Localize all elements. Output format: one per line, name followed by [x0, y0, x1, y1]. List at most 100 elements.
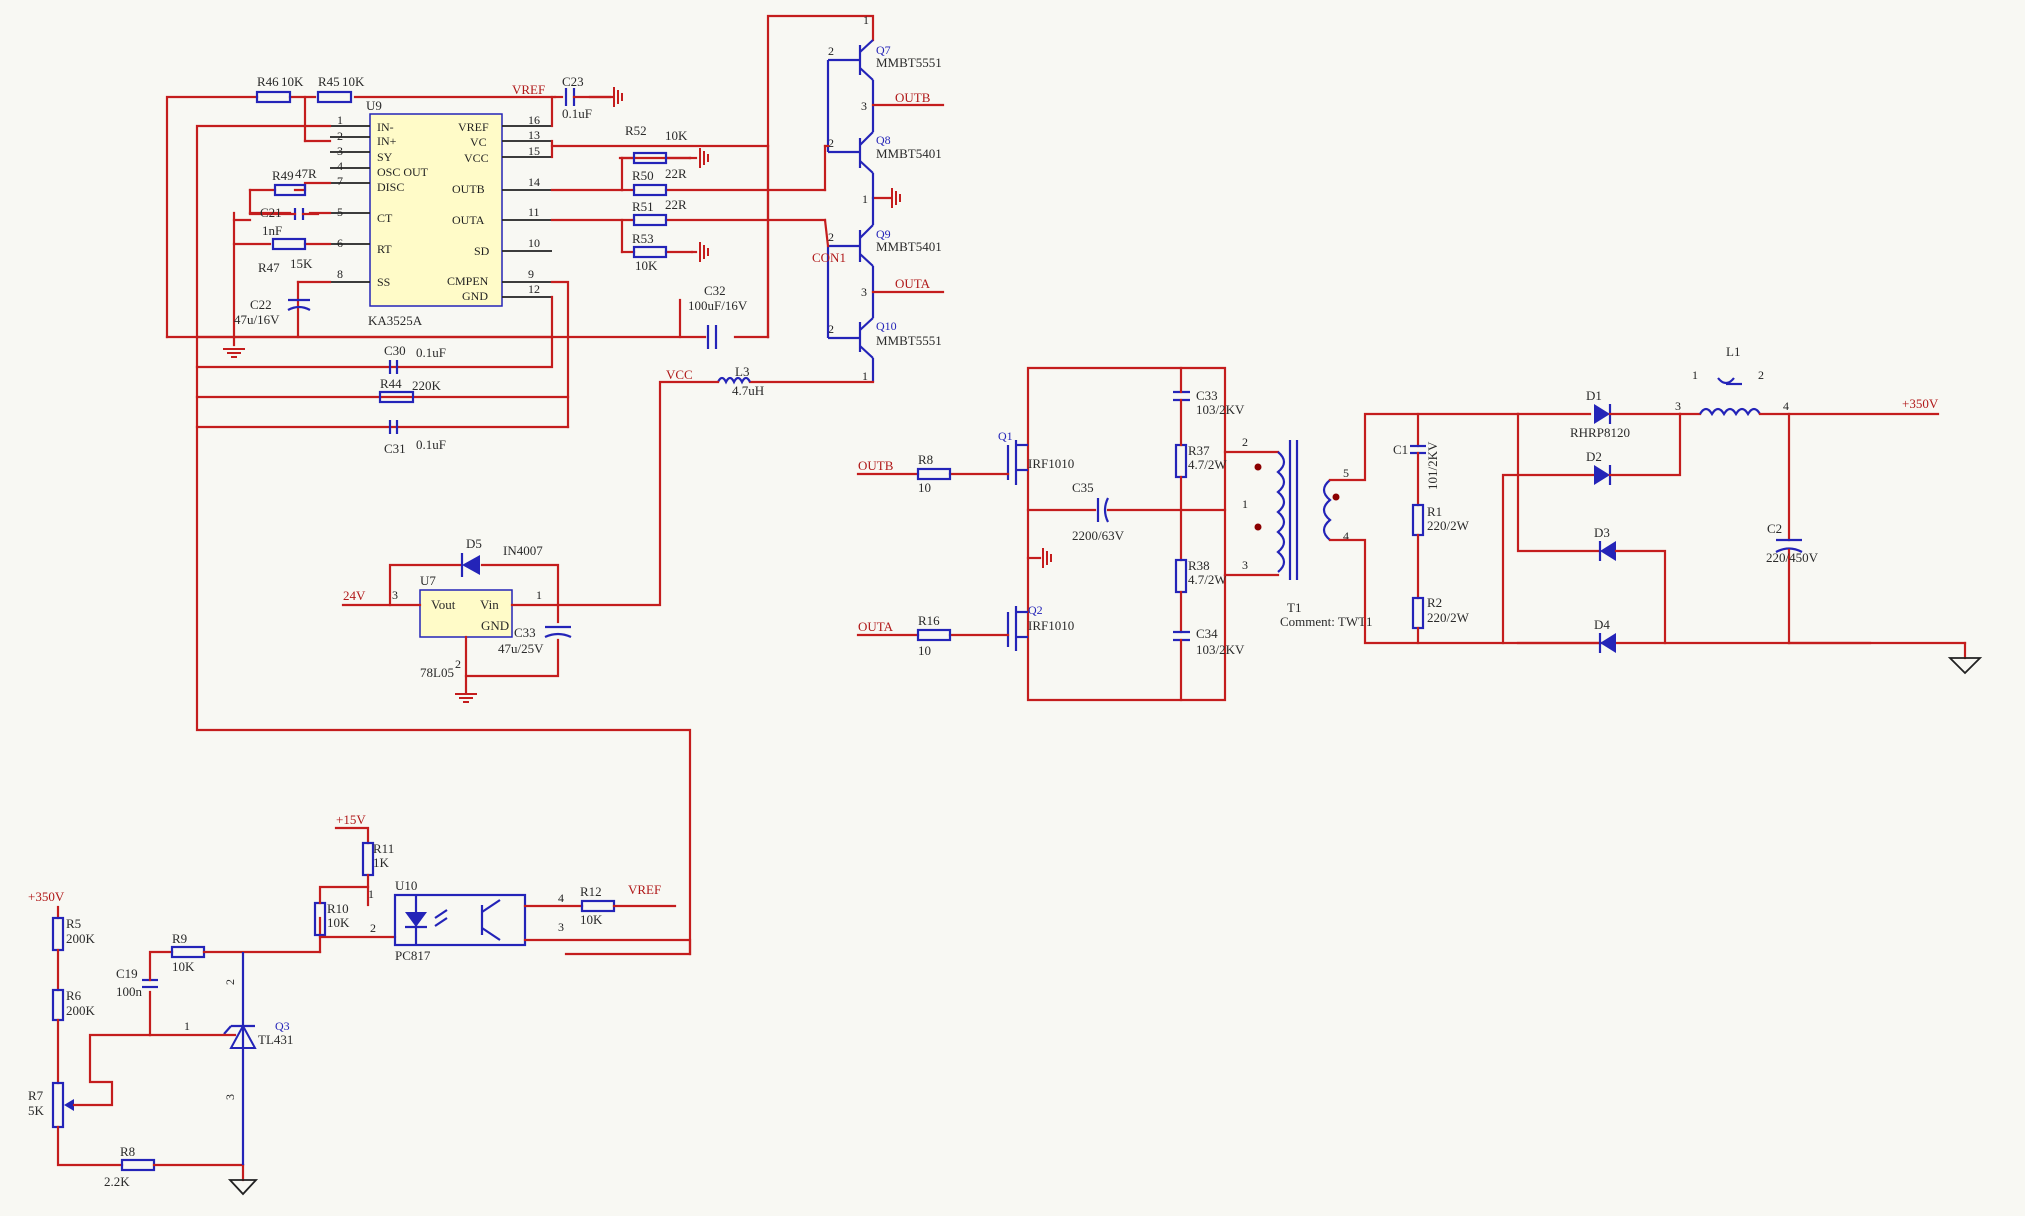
u9-body [369, 113, 503, 307]
q8-pin: 1 [862, 192, 868, 206]
resistor-r8-fb [120, 1158, 156, 1172]
u9-pin-num: 9 [528, 267, 534, 281]
c33b-ref: C33 [514, 625, 536, 640]
u10-ref: U10 [395, 878, 417, 893]
q3-pin: 2 [223, 979, 237, 985]
net-outa-gate: OUTA [858, 619, 894, 634]
r5-ref: R5 [66, 916, 81, 931]
r16-val: 10 [918, 643, 931, 658]
q10-ref: Q10 [876, 319, 897, 333]
q2-ref: Q2 [1028, 603, 1043, 617]
r12-val: 10K [580, 912, 603, 927]
u9-pin-name: VC [470, 135, 487, 149]
c2-val: 220/450V [1766, 550, 1819, 565]
net-outb-gate: OUTB [858, 458, 894, 473]
resistor-r12 [580, 899, 616, 913]
r46-val: 10K [281, 74, 304, 89]
net-350v-fb: +350V [28, 889, 65, 904]
c31-ref: C31 [384, 441, 406, 456]
r9-val: 10K [172, 959, 195, 974]
resistor-r49 [273, 183, 307, 197]
l3-ref: L3 [735, 364, 749, 379]
r49-val: 47R [295, 166, 317, 181]
r8a-ref: R8 [918, 452, 933, 467]
u9-resistors: R46 10K R45 10K R49 47R R47 15K R50 22R … [255, 74, 688, 404]
r47-val: 15K [290, 256, 313, 271]
c19-ref: C19 [116, 966, 138, 981]
u7-pin: 3 [392, 588, 398, 602]
u9-pin-num: 8 [337, 267, 343, 281]
r52-val: 10K [665, 128, 688, 143]
t1-comment: Comment: TWT1 [1280, 614, 1373, 629]
t1-pin: 4 [1343, 529, 1349, 543]
c21-val: 1nF [262, 223, 282, 238]
r7-val: 5K [28, 1103, 45, 1118]
u9-pin-name: VCC [464, 151, 489, 165]
l1-ref: L1 [1726, 344, 1740, 359]
net-vcc-label: VCC [666, 367, 693, 382]
net-outa-label: OUTA [895, 276, 931, 291]
u9-pin-name: DISC [377, 180, 404, 194]
c22-val: 47u/16V [234, 312, 280, 327]
u10-pin: 3 [558, 920, 564, 934]
q10-pin: 2 [828, 322, 834, 336]
resistor-r52-pair [632, 183, 668, 197]
l1-pin: 3 [1675, 399, 1681, 413]
r7-ref: R7 [28, 1088, 44, 1103]
u9-pin-num: 3 [337, 144, 343, 158]
resistor-r11 [361, 841, 375, 877]
q3-part: TL431 [258, 1032, 293, 1047]
net-vref-fb: VREF [628, 882, 661, 897]
u9-pin-name: CMPEN [447, 274, 489, 288]
c22-ref: C22 [250, 297, 272, 312]
r38-val: 4.7/2W [1188, 572, 1227, 587]
resistor-r6 [51, 988, 65, 1022]
c32-val: 100uF/16V [688, 298, 748, 313]
u9-pin-num: 6 [337, 236, 343, 250]
resistor-r50 [632, 151, 668, 165]
u9-pin-name: SD [474, 244, 490, 258]
q1-ref: Q1 [998, 429, 1013, 443]
potentiometer-r7 [51, 1081, 65, 1129]
u10-pin: 2 [370, 921, 376, 935]
q10-pin: 1 [862, 369, 868, 383]
r52-ref: R52 [625, 123, 647, 138]
l3-val: 4.7uH [732, 383, 764, 398]
t1-pin: 2 [1242, 435, 1248, 449]
resistor-r5 [51, 916, 65, 952]
q3-pin: 3 [223, 1094, 237, 1100]
net-con1-label: CON1 [812, 250, 846, 265]
u9-pin-num: 14 [528, 175, 540, 189]
d2-ref: D2 [1586, 449, 1602, 464]
c2-ref: C2 [1767, 521, 1782, 536]
u9-pin-name: OUTA [452, 213, 485, 227]
net-350v-out: +350V [1902, 396, 1939, 411]
q7-pin: 2 [828, 44, 834, 58]
q7-pin: 1 [863, 13, 869, 27]
r6-val: 200K [66, 1003, 96, 1018]
r11-val: 1K [373, 855, 390, 870]
u9-pin-num: 11 [528, 205, 540, 219]
u10-pin: 4 [558, 891, 564, 905]
c32-ref: C32 [704, 283, 726, 298]
q3-pin: 1 [184, 1019, 190, 1033]
u9-pin-name: IN+ [377, 134, 397, 148]
r5-val: 200K [66, 931, 96, 946]
resistor-r2 [1411, 596, 1425, 630]
r8b-val: 2.2K [104, 1174, 130, 1189]
net-vref-label: VREF [512, 82, 545, 97]
q8-pin: 3 [861, 99, 867, 113]
c33b-val: 47u/25V [498, 641, 544, 656]
q9-ref: Q9 [876, 227, 891, 241]
c35-ref: C35 [1072, 480, 1094, 495]
resistor-r46 [255, 90, 292, 104]
d4-ref: D4 [1594, 617, 1610, 632]
d5-val: IN4007 [503, 543, 543, 558]
u9-pin-num: 4 [337, 159, 343, 173]
r10-ref: R10 [327, 901, 349, 916]
r8a-val: 10 [918, 480, 931, 495]
totem-pole-drivers: Q7 MMBT5551 2 1 Q8 MMBT5401 2 3 1 Q9 MMB… [556, 13, 945, 607]
r50-ref: R50 [632, 168, 654, 183]
